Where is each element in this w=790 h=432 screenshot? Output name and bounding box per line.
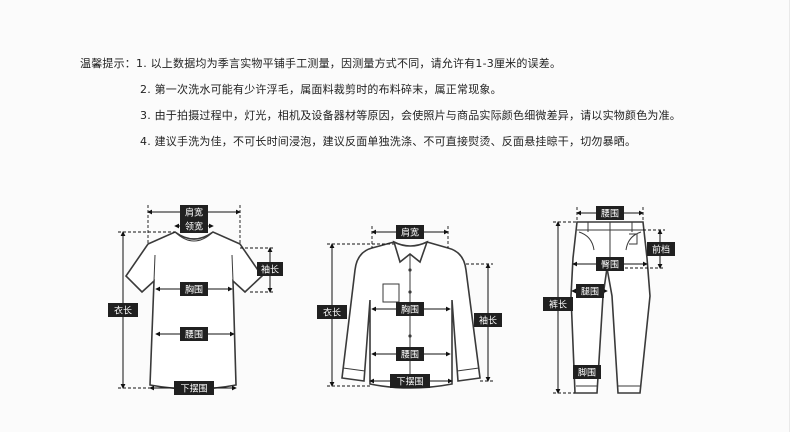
shirt-chest-label: 胸围 — [401, 304, 419, 316]
shirt-length-badge — [317, 305, 347, 319]
pants-length-badge — [543, 297, 573, 311]
pants-leg-opening-badge — [573, 365, 601, 379]
tshirt-outline — [124, 231, 264, 390]
tshirt-hem-label: 下摆围 — [180, 383, 207, 395]
shirt-chest-badge — [396, 302, 424, 316]
pants-rise-badge — [647, 242, 675, 256]
tshirt-sleeve-badge — [257, 262, 283, 276]
tshirt-waist-label: 腰围 — [185, 330, 203, 341]
shirt-waist-label: 腰围 — [401, 350, 419, 361]
pants-hip-label: 臀围 — [601, 260, 619, 271]
shirt-shoulder-badge — [396, 225, 424, 239]
tshirt-collar-label: 领宽 — [185, 221, 203, 233]
shirt-waist-badge — [396, 347, 424, 361]
tshirt-shoulder-label: 肩宽 — [185, 207, 203, 219]
tshirt-length-label: 衣长 — [114, 305, 132, 317]
tshirt-shoulder-badge — [180, 205, 208, 219]
shirt-sleeve-label: 袖长 — [479, 315, 497, 327]
shirt-shoulder-label: 肩宽 — [401, 227, 419, 239]
shirt-hem-badge — [390, 374, 430, 388]
pants-hip-badge — [596, 257, 624, 271]
tip-2: 2. 第一次洗水可能有少许浮毛，属面料裁剪时的布料碎末，属正常现象。 — [140, 83, 502, 96]
shirt-diagram: 肩宽 衣长 袖长 胸围 腰围 下摆围 — [317, 225, 502, 389]
tshirt-chest-label: 胸围 — [185, 284, 203, 296]
tshirt-collar-badge — [180, 219, 208, 233]
tshirt-hem-badge — [174, 381, 214, 395]
tshirt-diagram: 肩宽 领宽 袖长 胸围 衣长 腰围 — [108, 205, 283, 395]
tshirt-sleeve-label: 袖长 — [261, 264, 279, 276]
shirt-length-label: 衣长 — [323, 307, 341, 319]
shirt-hem-label: 下摆围 — [396, 376, 423, 388]
tshirt-waist-badge — [180, 327, 208, 341]
pants-leg-opening-label: 脚围 — [578, 368, 596, 379]
pants-thigh-badge — [576, 284, 604, 298]
pants-length-label: 裤长 — [549, 299, 567, 311]
tip-1: 温馨提示：1. 以上数据均为季言实物平铺手工测量，因测量方式不同，请允许有1-3… — [80, 57, 562, 70]
tip-3: 3. 由于拍摄过程中，灯光，相机及设备器材等原因，会使照片与商品实际颜色细微差异… — [140, 109, 681, 122]
tshirt-chest-badge — [180, 282, 208, 296]
tshirt-length-badge — [108, 303, 138, 317]
shirt-sleeve-badge — [474, 313, 502, 327]
tip-4: 4. 建议手洗为佳，不可长时间浸泡，建议反面单独洗涤、不可直接熨烫、反面悬挂晾干… — [140, 135, 637, 148]
pants-waist-label: 腰围 — [601, 209, 619, 220]
pants-diagram: 腰围 前档 臀围 裤长 腿围 脚围 — [543, 206, 675, 394]
pants-thigh-label: 腿围 — [581, 287, 599, 298]
pants-waist-badge — [596, 206, 624, 220]
pants-rise-label: 前档 — [652, 244, 670, 256]
